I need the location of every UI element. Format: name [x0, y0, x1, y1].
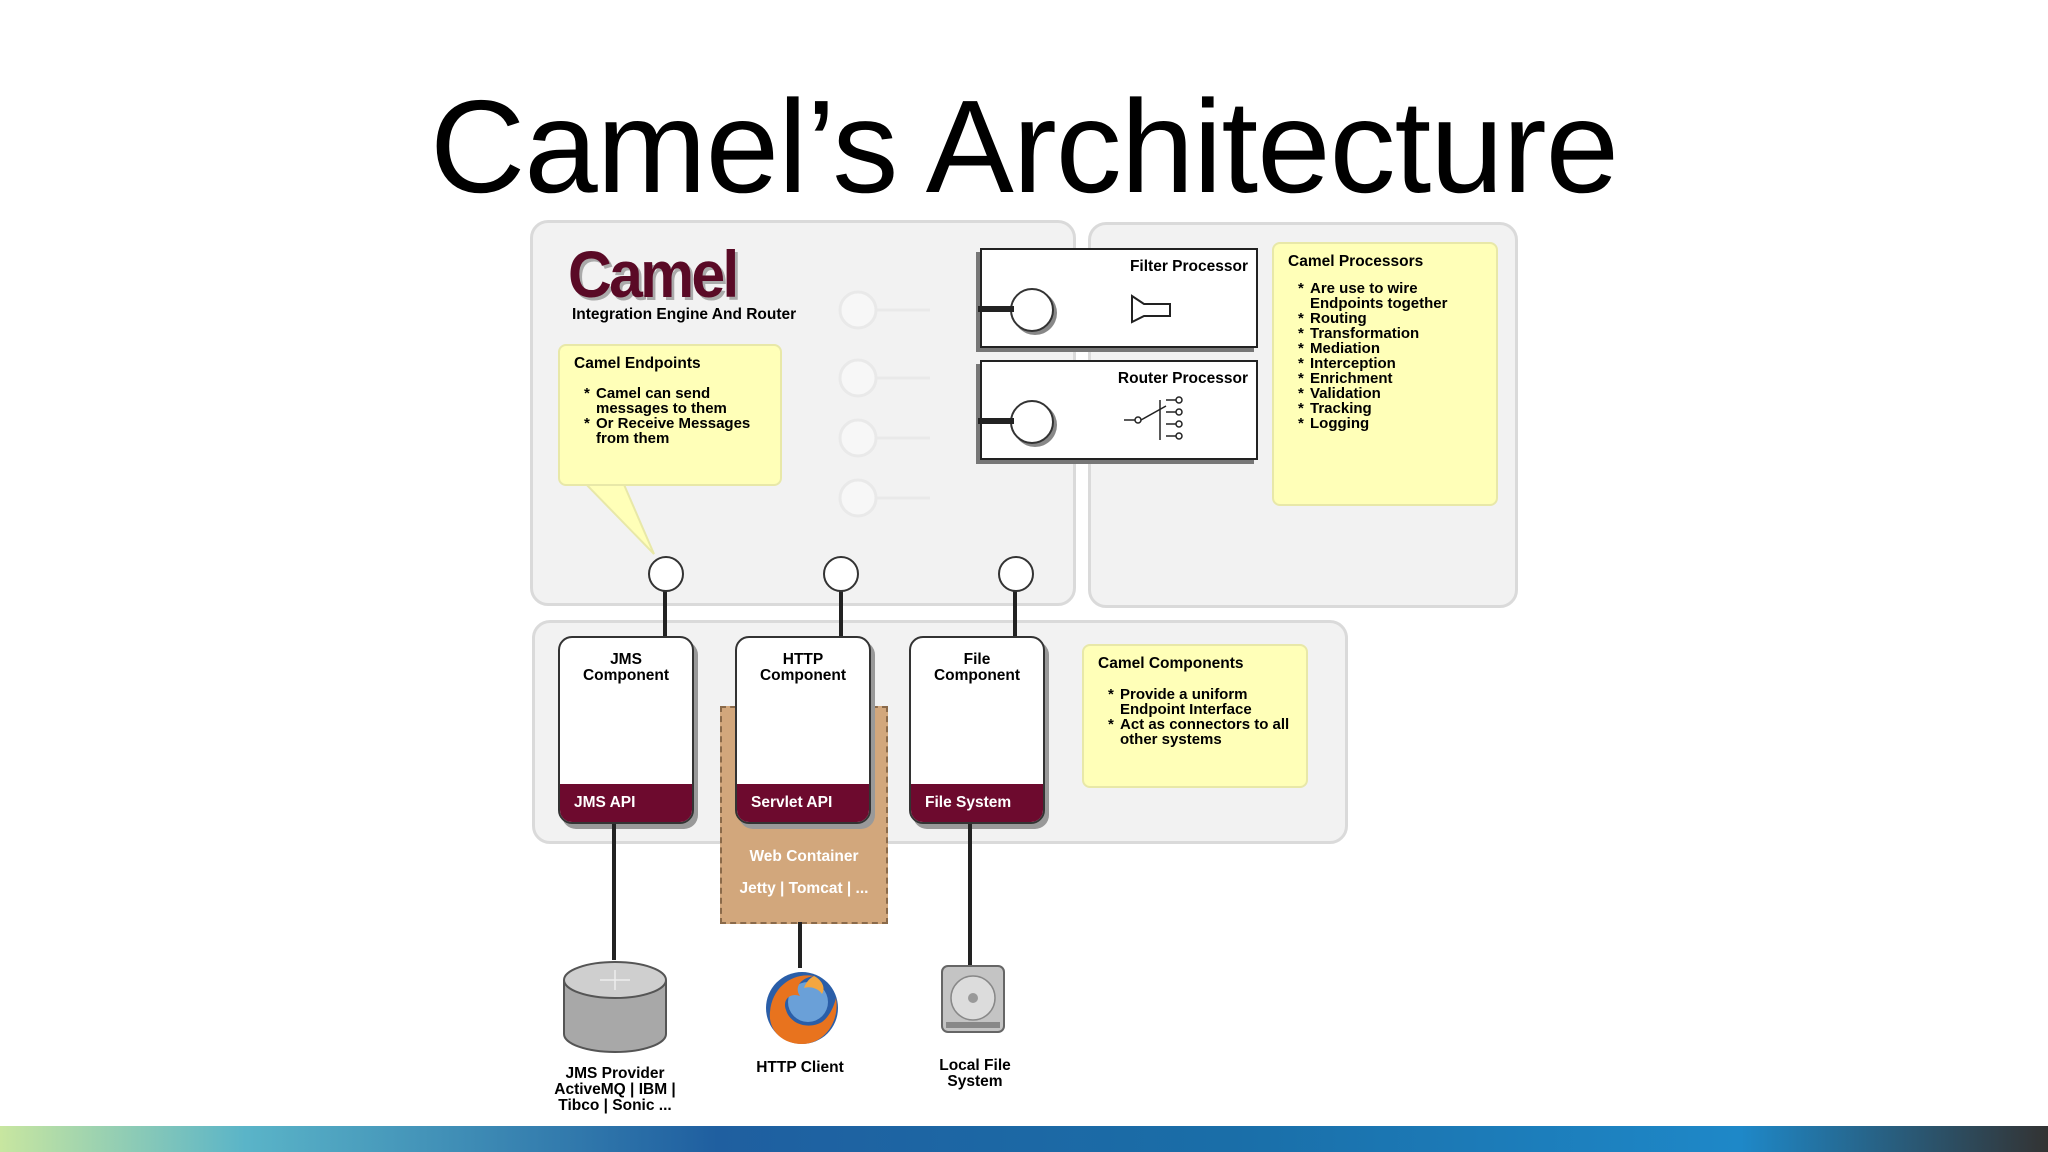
processors-note-title: Camel Processors: [1288, 253, 1424, 270]
processors-note-item: Tracking: [1298, 401, 1482, 416]
processors-note-item: Are use to wire Endpoints together: [1298, 281, 1482, 311]
component-api: JMS API: [560, 784, 692, 822]
camel-logo: Camel: [568, 237, 739, 311]
page-title: Camel’s Architecture: [429, 73, 1619, 220]
background-endpoint-graphic: [838, 290, 930, 518]
components-note-title: Camel Components: [1098, 655, 1244, 672]
processors-note-item: Routing: [1298, 311, 1482, 326]
component-api: File System: [911, 784, 1043, 822]
processors-note-item: Validation: [1298, 386, 1482, 401]
processors-note: Camel Processors Are use to wire Endpoin…: [1272, 242, 1498, 506]
jms-endpoint: [648, 556, 684, 592]
components-note-item: Act as connectors to all other systems: [1108, 717, 1292, 747]
router-port-connector: [978, 418, 1014, 424]
endpoints-note-tail: [580, 480, 655, 555]
filter-icon: [1131, 294, 1171, 324]
processors-note-item: Logging: [1298, 416, 1482, 431]
web-container-servers: Jetty | Tomcat | ...: [739, 880, 869, 897]
component-title: HTTP Component: [759, 651, 847, 684]
component-api: Servlet API: [737, 784, 869, 822]
filter-processor-label: Filter Processor: [1129, 258, 1248, 275]
file-endpoint: [998, 556, 1034, 592]
jms-component: JMS Component JMS API: [558, 636, 694, 824]
router-processor-label: Router Processor: [1117, 370, 1248, 387]
endpoints-note: Camel Endpoints Camel can send messages …: [558, 344, 782, 486]
file-system-connector: [968, 824, 972, 968]
file-component: File Component File System: [909, 636, 1045, 824]
component-title: JMS Component: [582, 651, 670, 684]
processors-note-item: Transformation: [1298, 326, 1482, 341]
processors-note-item: Interception: [1298, 356, 1482, 371]
http-client-label: HTTP Client: [756, 1059, 844, 1076]
camel-subtitle: Integration Engine And Router: [572, 306, 797, 323]
filter-processor-port: [1010, 288, 1054, 332]
database-icon: [563, 961, 667, 1053]
router-processor-port: [1010, 400, 1054, 444]
jms-endpoint-connector: [663, 586, 667, 640]
processors-note-item: Enrichment: [1298, 371, 1482, 386]
router-icon: [1124, 396, 1183, 440]
endpoints-note-title: Camel Endpoints: [574, 355, 701, 372]
endpoints-note-item: Camel can send messages to them: [584, 386, 766, 416]
http-client-connector: [798, 922, 802, 968]
components-note-item: Provide a uniform Endpoint Interface: [1108, 687, 1292, 717]
browser-icon: [766, 972, 838, 1044]
component-title: File Component: [933, 651, 1021, 684]
http-component: HTTP Component Servlet API: [735, 636, 871, 824]
http-endpoint: [823, 556, 859, 592]
file-endpoint-connector: [1013, 586, 1017, 640]
http-endpoint-connector: [839, 586, 843, 640]
components-note: Camel Components Provide a uniform Endpo…: [1082, 644, 1308, 788]
filter-port-connector: [978, 306, 1014, 312]
jms-provider-label: JMS Provider ActiveMQ | IBM | Tibco | So…: [554, 1065, 676, 1114]
jms-provider-connector: [612, 824, 616, 960]
local-file-system-label: Local File System: [939, 1057, 1011, 1090]
processors-note-item: Mediation: [1298, 341, 1482, 356]
footer-gradient-bar: [0, 1126, 2048, 1152]
web-container-label: Web Container: [749, 848, 859, 865]
endpoints-note-item: Or Receive Messages from them: [584, 416, 766, 446]
hard-drive-icon: [941, 965, 1005, 1033]
